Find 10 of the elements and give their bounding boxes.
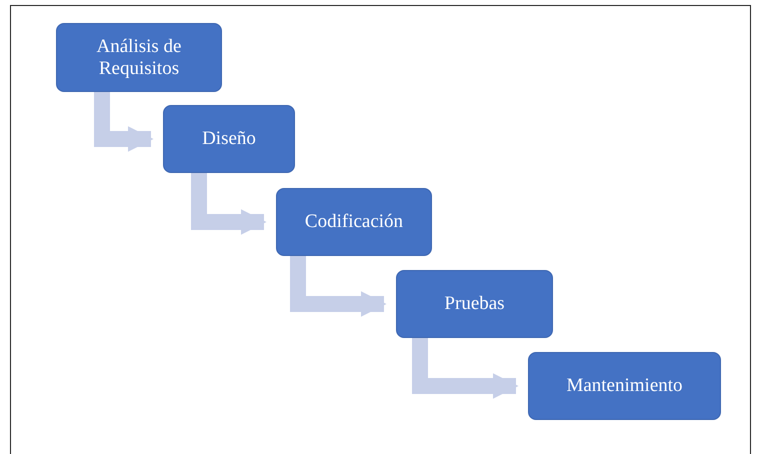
- step-label: Análisis de Requisitos: [96, 36, 182, 80]
- step-label: Pruebas: [444, 293, 505, 315]
- step-label: Diseño: [202, 128, 256, 150]
- step-label: Mantenimiento: [566, 375, 683, 397]
- process-box: [56, 23, 222, 92]
- process-box: [276, 188, 432, 256]
- process-box: [396, 270, 553, 338]
- step-label: Codificación: [304, 211, 404, 233]
- process-box: [528, 352, 721, 420]
- process-box: [163, 105, 295, 173]
